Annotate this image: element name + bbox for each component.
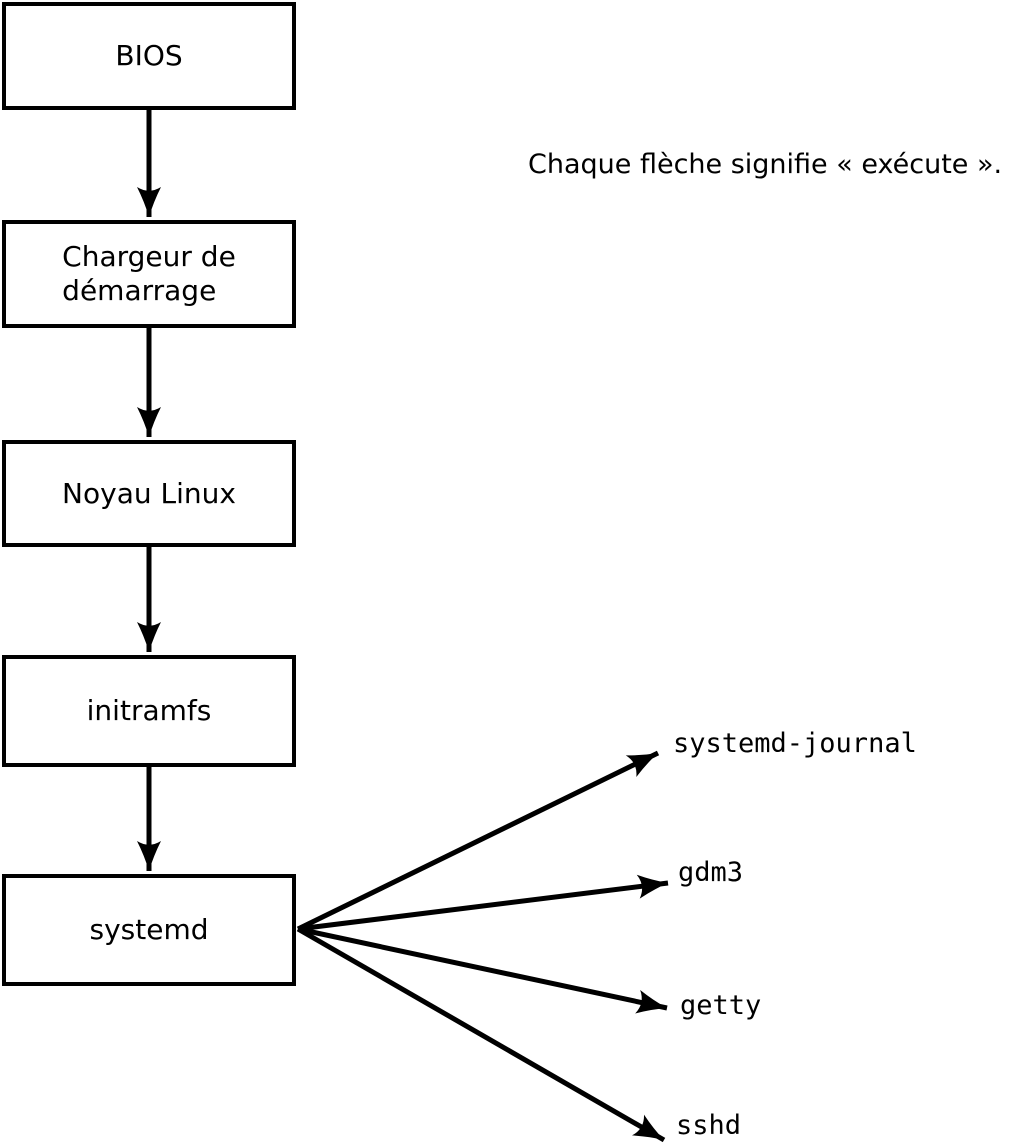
process-label-systemd-journal: systemd-journal xyxy=(673,728,917,759)
process-label-getty: getty xyxy=(680,990,762,1021)
arrow-systemd-to-gdm3 xyxy=(297,874,669,932)
arrow-systemd-to-journal xyxy=(296,750,660,932)
flowchart-box-kernel: Noyau Linux xyxy=(2,440,296,547)
arrow-systemd-to-sshd xyxy=(296,926,666,1143)
arrow-systemd-to-getty xyxy=(297,926,668,1014)
annotation-text: Chaque flèche signifie « exécute ». xyxy=(528,149,1003,180)
box-label-systemd: systemd xyxy=(89,913,209,947)
process-label-gdm3: gdm3 xyxy=(678,857,744,888)
box-label-bios: BIOS xyxy=(115,39,183,73)
box-label-kernel: Noyau Linux xyxy=(62,476,236,510)
flowchart-box-bios: BIOS xyxy=(2,2,296,110)
box-label-bootloader: Chargeur de démarrage xyxy=(62,240,236,307)
flowchart-box-bootloader: Chargeur de démarrage xyxy=(2,220,296,328)
process-label-sshd: sshd xyxy=(676,1110,742,1141)
box-label-initramfs: initramfs xyxy=(86,694,212,728)
flowchart-box-initramfs: initramfs xyxy=(2,655,296,767)
flowchart-box-systemd: systemd xyxy=(2,874,296,986)
